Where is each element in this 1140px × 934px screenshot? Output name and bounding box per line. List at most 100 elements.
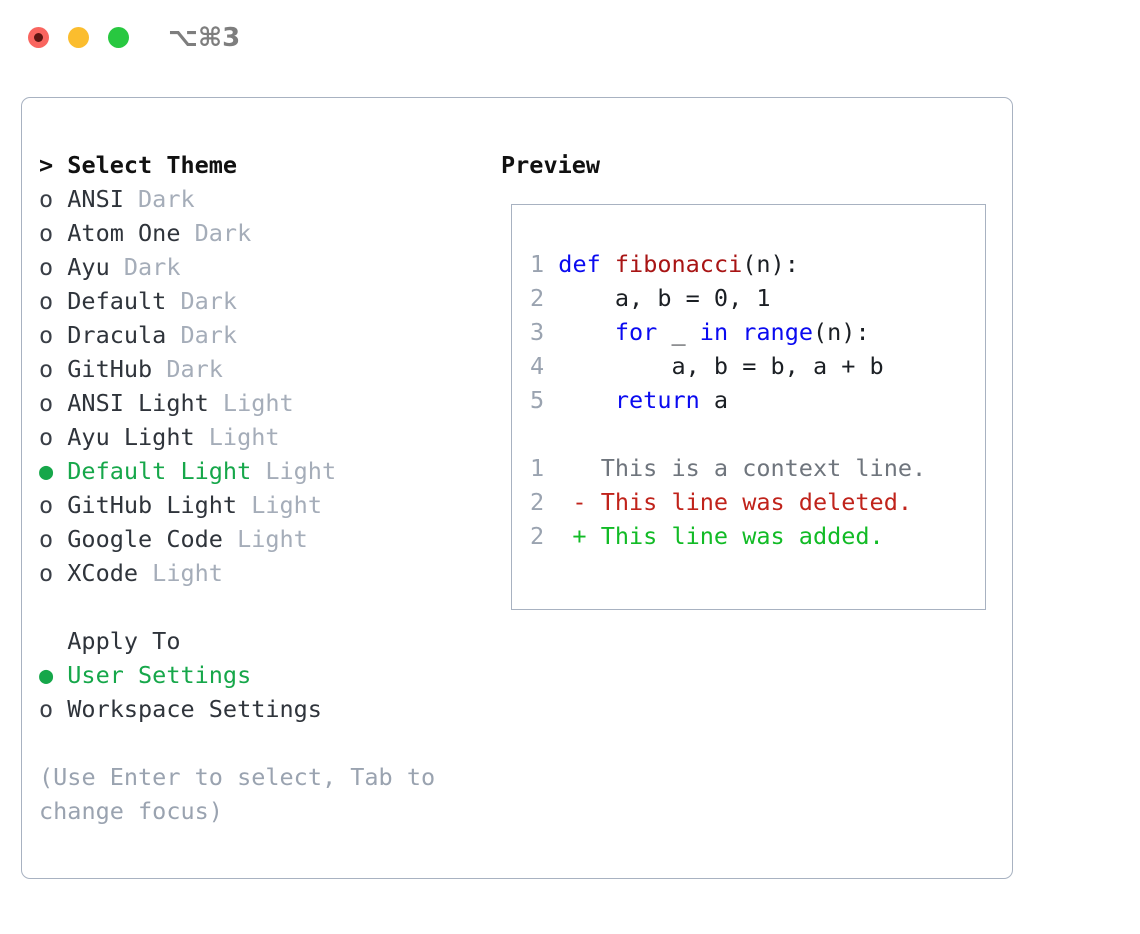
theme-list-item[interactable]: o Google Code Light: [39, 522, 479, 556]
keyboard-shortcut-label: ⌥⌘3: [168, 23, 241, 53]
theme-category: Dark: [166, 287, 238, 315]
minimize-button[interactable]: [68, 27, 89, 48]
theme-list-item[interactable]: o Dracula Dark: [39, 318, 479, 352]
apply-to-option[interactable]: o Workspace Settings: [39, 692, 479, 726]
radio-unselected-icon[interactable]: o: [39, 253, 54, 281]
code-token: for: [614, 318, 658, 346]
code-line: 1 def fibonacci(n):: [530, 247, 970, 281]
page-title: > Select Theme: [39, 151, 238, 179]
theme-list-item[interactable]: o Default Dark: [39, 284, 479, 318]
gutter-space: [544, 318, 558, 346]
theme-category: Light: [237, 491, 322, 519]
preview-column: Preview: [501, 148, 1001, 182]
window-controls: [28, 27, 129, 48]
radio-unselected-icon[interactable]: o: [39, 695, 54, 723]
line-number: 1: [530, 454, 545, 482]
theme-category: Dark: [166, 321, 238, 349]
radio-selected-icon[interactable]: ●: [39, 457, 54, 485]
radio-unselected-icon[interactable]: o: [39, 559, 54, 587]
apply-to-heading: Apply To: [67, 627, 181, 655]
theme-list-item[interactable]: o GitHub Light Light: [39, 488, 479, 522]
code-token: (n):: [813, 318, 870, 346]
theme-category: Dark: [180, 219, 252, 247]
line-number: 1: [530, 250, 545, 278]
theme-name: ANSI Light: [53, 389, 209, 417]
theme-category: Light: [251, 457, 337, 485]
theme-list-item[interactable]: o ANSI Light Light: [39, 386, 479, 420]
radio-unselected-icon[interactable]: o: [39, 185, 54, 213]
code-token: range: [742, 318, 813, 346]
theme-name: GitHub Light: [53, 491, 238, 519]
radio-unselected-icon[interactable]: o: [39, 423, 54, 451]
titlebar: ⌥⌘3: [0, 0, 1140, 78]
apply-to-label: Workspace Settings: [53, 695, 322, 723]
theme-list-item[interactable]: o GitHub Dark: [39, 352, 479, 386]
code-token: (n):: [742, 250, 799, 278]
maximize-button[interactable]: [108, 27, 129, 48]
theme-category: Dark: [123, 185, 195, 213]
code-line: 4 a, b = b, a + b: [530, 349, 970, 383]
radio-unselected-icon[interactable]: o: [39, 219, 54, 247]
radio-unselected-icon[interactable]: o: [39, 491, 54, 519]
theme-list-item[interactable]: o Ayu Dark: [39, 250, 479, 284]
theme-category: Dark: [109, 253, 181, 281]
theme-name: ANSI: [53, 185, 124, 213]
code-line: 3 for _ in range(n):: [530, 315, 970, 349]
apply-to-label: User Settings: [53, 661, 252, 689]
code-token: a, b = b, a + b: [558, 352, 884, 380]
close-button[interactable]: [28, 27, 49, 48]
theme-name: Atom One: [53, 219, 181, 247]
theme-category: Light: [208, 389, 294, 417]
code-line: 5 return a: [530, 383, 970, 417]
radio-unselected-icon[interactable]: o: [39, 287, 54, 315]
theme-name: Default: [53, 287, 167, 315]
diff-line: 2 - This line was deleted.: [530, 485, 970, 519]
radio-selected-icon[interactable]: ●: [39, 661, 54, 689]
gutter-space: [544, 250, 558, 278]
apply-to-option[interactable]: ● User Settings: [39, 658, 479, 692]
diff-text: This is a context line.: [544, 454, 927, 482]
code-token: [601, 250, 615, 278]
radio-unselected-icon[interactable]: o: [39, 525, 54, 553]
line-number: 5: [530, 386, 545, 414]
list-spacer: [39, 590, 479, 624]
theme-list-item[interactable]: ● Default Light Light: [39, 454, 479, 488]
theme-list-item[interactable]: o XCode Light: [39, 556, 479, 590]
gutter-space: [544, 352, 558, 380]
code-token: [728, 318, 742, 346]
theme-name: Ayu Light: [53, 423, 195, 451]
line-number: 2: [530, 284, 545, 312]
gutter-space: [544, 284, 558, 312]
diff-line: 2 + This line was added.: [530, 519, 970, 553]
code-token: return: [614, 386, 700, 414]
radio-unselected-icon[interactable]: o: [39, 321, 54, 349]
theme-name: Default Light: [53, 457, 252, 485]
theme-name: GitHub: [53, 355, 153, 383]
theme-list-item[interactable]: o ANSI Dark: [39, 182, 479, 216]
line-number: 2: [530, 488, 545, 516]
theme-list-item[interactable]: o Ayu Light Light: [39, 420, 479, 454]
theme-name: Ayu: [53, 253, 110, 281]
line-number: 2: [530, 522, 545, 550]
line-number: 3: [530, 318, 545, 346]
diff-text: - This line was deleted.: [544, 488, 912, 516]
code-token: in: [699, 318, 729, 346]
theme-category: Light: [222, 525, 308, 553]
hint-spacer: [39, 726, 479, 760]
theme-category: Dark: [152, 355, 223, 383]
code-line: 2 a, b = 0, 1: [530, 281, 970, 315]
radio-unselected-icon[interactable]: o: [39, 389, 54, 417]
theme-category: Light: [194, 423, 280, 451]
diff-line: 1 This is a context line.: [530, 451, 970, 485]
gutter-space: [544, 386, 558, 414]
theme-list-item[interactable]: o Atom One Dark: [39, 216, 479, 250]
code-token: a: [699, 386, 729, 414]
diff-text: + This line was added.: [544, 522, 884, 550]
theme-category: Light: [138, 559, 223, 587]
radio-unselected-icon[interactable]: o: [39, 355, 54, 383]
